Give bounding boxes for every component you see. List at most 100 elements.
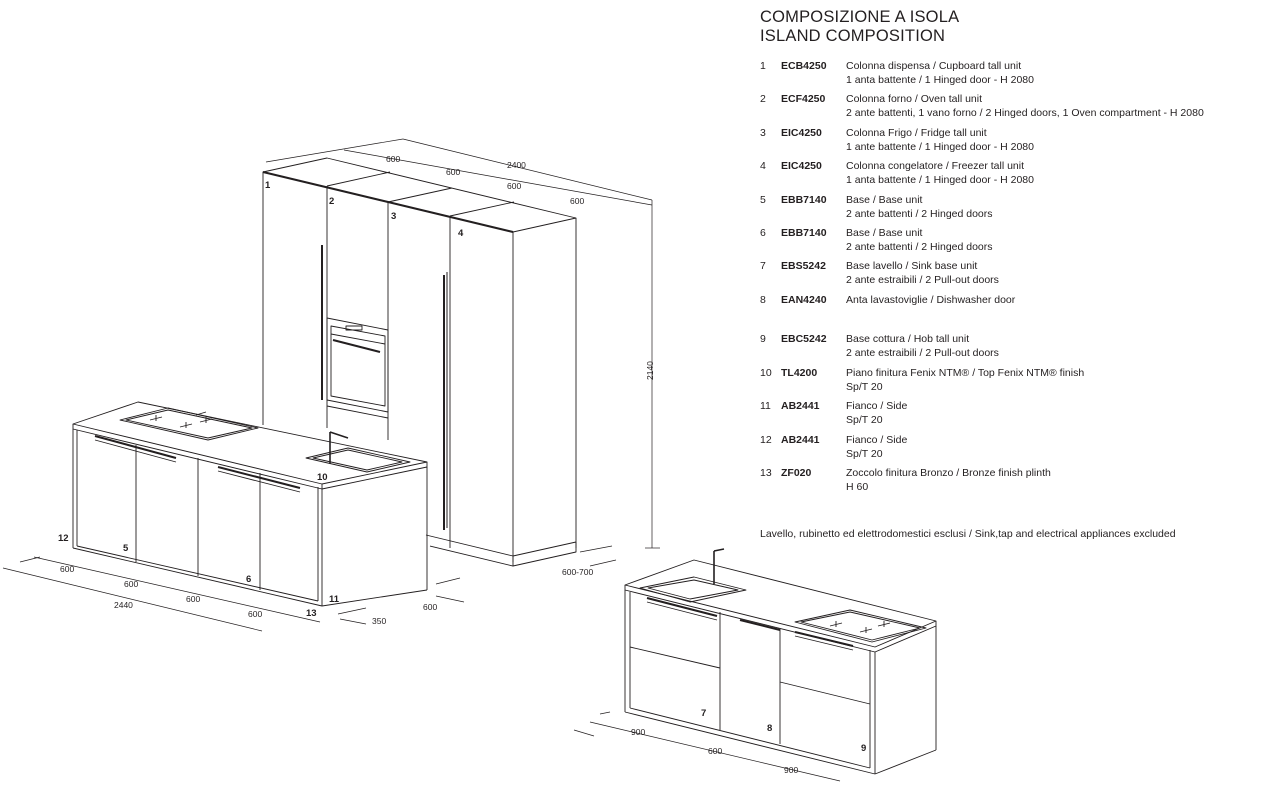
- dim-isl-2440: 2440: [114, 600, 133, 610]
- legend-description: Zoccolo finitura Bronzo / Bronze finish …: [846, 467, 1264, 494]
- legend-number: 2: [760, 93, 766, 105]
- legend-number: 9: [760, 333, 766, 345]
- dim-back-900b: 900: [784, 765, 798, 775]
- legend-desc-line1: Fianco / Side: [846, 434, 908, 446]
- dim-back-900a: 900: [631, 727, 645, 737]
- label-12: 12: [58, 533, 69, 544]
- label-1: 1: [265, 180, 271, 191]
- dim-tall-depth: 600-700: [562, 567, 593, 577]
- label-2: 2: [329, 196, 334, 207]
- dim-tall-600d: 600: [570, 196, 584, 206]
- label-5: 5: [123, 543, 129, 554]
- legend-desc-line2: Sp/T 20: [846, 380, 883, 393]
- legend-desc-line1: Colonna Frigo / Fridge tall unit: [846, 127, 987, 139]
- legend-description: Anta lavastoviglie / Dishwasher door: [846, 294, 1264, 308]
- title-english: ISLAND COMPOSITION: [760, 27, 946, 45]
- legend-number: 13: [760, 467, 772, 479]
- legend-code: AB2441: [781, 434, 820, 446]
- back-island: [624, 548, 937, 775]
- legend-code: EBC5242: [781, 333, 827, 345]
- legend-code: ECF4250: [781, 93, 826, 105]
- legend-desc-line2: 2 ante battenti / 2 Hinged doors: [846, 240, 993, 253]
- label-11: 11: [329, 594, 340, 605]
- label-13: 13: [306, 608, 317, 619]
- legend-desc-line2: 2 ante battenti, 1 vano forno / 2 Hinged…: [846, 106, 1204, 119]
- dim-tall-600a: 600: [386, 154, 400, 164]
- legend-code: ZF020: [781, 467, 812, 479]
- label-10: 10: [317, 472, 328, 483]
- dim-tall-600c: 600: [507, 181, 521, 191]
- legend-number: 6: [760, 227, 766, 239]
- legend-desc-line1: Anta lavastoviglie / Dishwasher door: [846, 294, 1016, 306]
- dim-isl-600c: 600: [186, 594, 200, 604]
- legend-desc-line1: Fianco / Side: [846, 400, 908, 412]
- legend-desc-line2: Sp/T 20: [846, 413, 883, 426]
- label-9: 9: [861, 743, 866, 754]
- legend-desc-line2: 2 ante battenti / 2 Hinged doors: [846, 207, 993, 220]
- label-4: 4: [458, 228, 464, 239]
- title-italian: COMPOSIZIONE A ISOLA: [760, 8, 960, 26]
- legend-code: EBB7140: [781, 227, 827, 239]
- legend-desc-line2: 2 ante estraibili / 2 Pull-out doors: [846, 346, 999, 359]
- legend-desc-line1: Colonna forno / Oven tall unit: [846, 93, 982, 105]
- legend-number: 8: [760, 294, 766, 306]
- legend-number: 1: [760, 60, 766, 72]
- label-6: 6: [246, 574, 251, 585]
- legend-number: 12: [760, 434, 772, 446]
- legend-desc-line1: Colonna congelatore / Freezer tall unit: [846, 160, 1025, 172]
- legend-desc-line2: 2 ante estraibili / 2 Pull-out doors: [846, 273, 999, 286]
- dim-tall-2140: 2140: [645, 361, 655, 380]
- legend-desc-line1: Base cottura / Hob tall unit: [846, 333, 970, 345]
- legend-number: 11: [760, 400, 771, 412]
- legend-code: AB2441: [781, 400, 820, 412]
- legend-description: Piano finitura Fenix NTM® / Top Fenix NT…: [846, 367, 1264, 394]
- legend-desc-line1: Base lavello / Sink base unit: [846, 260, 978, 272]
- label-7: 7: [701, 708, 706, 719]
- label-8: 8: [767, 723, 772, 734]
- legend-code: EBS5242: [781, 260, 826, 272]
- footnote: Lavello, rubinetto ed elettrodomestici e…: [760, 528, 1176, 540]
- component-labels: 1 2 3 4 5 6 7 8 9 10 11 12 13: [58, 180, 866, 754]
- dim-isl-600a: 600: [60, 564, 74, 574]
- legend-desc-line1: Base / Base unit: [846, 194, 923, 206]
- tall-units: [262, 157, 577, 567]
- dimension-lines: [2, 138, 841, 782]
- legend-code: EIC4250: [781, 160, 822, 172]
- dimension-texts: 600 2400 600 600 600 2140 600-700 600 60…: [60, 154, 798, 775]
- legend-desc-line1: Zoccolo finitura Bronzo / Bronze finish …: [846, 467, 1051, 479]
- legend-desc-line1: Base / Base unit: [846, 227, 923, 239]
- legend-desc-line2: 1 ante battente / 1 Hinged door - H 2080: [846, 140, 1034, 153]
- legend-number: 5: [760, 194, 766, 206]
- dim-isl-350: 350: [372, 616, 386, 626]
- legend-code: EIC4250: [781, 127, 822, 139]
- legend-number: 3: [760, 127, 766, 139]
- legend-number: 10: [760, 367, 772, 379]
- legend-number: 4: [760, 160, 766, 172]
- legend-code: EBB7140: [781, 194, 827, 206]
- legend-desc-line2: 1 anta battente / 1 Hinged door - H 2080: [846, 73, 1034, 86]
- legend-code: EAN4240: [781, 294, 827, 306]
- dim-isl-600b: 600: [124, 579, 138, 589]
- dim-isl-600d: 600: [248, 609, 262, 619]
- legend-code: TL4200: [781, 367, 818, 379]
- legend-desc-line2: 1 anta battente / 1 Hinged door - H 2080: [846, 173, 1034, 186]
- legend-code: ECB4250: [781, 60, 827, 72]
- label-3: 3: [391, 211, 396, 222]
- dim-tall-2400: 2400: [507, 160, 526, 170]
- legend-desc-line1: Colonna dispensa / Cupboard tall unit: [846, 60, 1022, 72]
- legend-desc-line1: Piano finitura Fenix NTM® / Top Fenix NT…: [846, 367, 1085, 379]
- dim-back-600: 600: [708, 746, 722, 756]
- legend-description: Fianco / Side Sp/T 20: [846, 400, 1264, 427]
- island: [72, 401, 428, 607]
- legend-desc-line2: Sp/T 20: [846, 447, 883, 460]
- dim-isl-600e: 600: [423, 602, 437, 612]
